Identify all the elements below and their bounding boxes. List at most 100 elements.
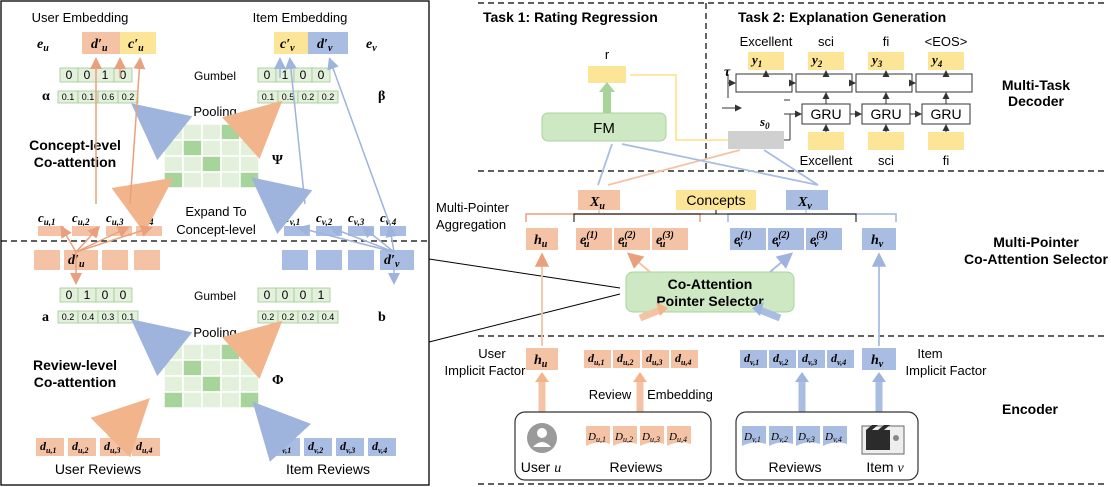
eu-pointer-label: e(1)u	[580, 230, 598, 250]
xu-fm-line	[597, 143, 613, 186]
alpha-value: 0.6	[102, 92, 115, 102]
matrix-cell	[201, 139, 222, 157]
matrix-cell	[220, 375, 241, 393]
beta-onehot-value: 1	[282, 68, 289, 82]
psi-matrix	[163, 123, 260, 189]
item-implicit-label-2: Implicit Factor	[906, 363, 988, 378]
hv-box-top	[862, 228, 896, 250]
pooling-bottom-label: Pooling	[193, 325, 236, 340]
decoder-output-word: <EOS>	[925, 34, 968, 49]
beta-onehot-value: 0	[300, 68, 307, 82]
a-label: a	[42, 310, 49, 325]
eu-pointer-box	[614, 228, 650, 250]
alpha-onehot-value: 0	[84, 68, 91, 82]
matrix-cell	[182, 155, 203, 173]
encoder-dv-label: dv,1	[744, 351, 759, 367]
item-embedding-title: Item Embedding	[253, 10, 348, 25]
hu-box-bottom	[526, 348, 558, 370]
beta-label: β	[378, 89, 385, 104]
concept-bracket-left	[573, 210, 717, 222]
decoder-output-word: fi	[883, 34, 890, 49]
review-coattention-title-2: Co-attention	[34, 374, 116, 390]
coattention-selector-label-2: Pointer Selector	[656, 293, 764, 309]
beta-onehot-value: 0	[318, 68, 325, 82]
pooling-top-label: Pooling	[193, 104, 236, 119]
matrix-cell	[201, 123, 222, 141]
decoder-state-box	[735, 73, 793, 93]
dv-review-box	[368, 438, 396, 456]
beta-onehot-cell	[311, 67, 331, 83]
eu-pointer-box	[652, 228, 688, 250]
cv-prime-label: c′v	[280, 37, 295, 54]
dv-prime-selected-box	[380, 250, 414, 270]
a-onehot-cell	[113, 287, 133, 303]
ev-symbol: ev	[366, 37, 377, 54]
coattention-selector-label-1: Co-Attention	[668, 276, 753, 292]
matrix-cell	[163, 155, 184, 173]
user-reviews-label: User Reviews	[55, 461, 141, 477]
xv-box	[786, 190, 828, 210]
xv-label: Xv	[797, 195, 812, 212]
xu-box	[578, 190, 620, 210]
mp-selector-title-1: Multi-Pointer	[993, 234, 1079, 250]
hv-label-top: hv	[871, 233, 884, 250]
a-onehot-value: 0	[120, 288, 127, 302]
du-prime-selected-box	[64, 250, 98, 270]
matrix-cell	[182, 343, 203, 361]
cu-label: cu,2	[72, 210, 90, 227]
task1-title: Task 1: Rating Regression	[483, 9, 658, 25]
a-onehot-value: 0	[66, 288, 73, 302]
task2-title: Task 2: Explanation Generation	[738, 9, 946, 25]
du-prime-label: d′u	[91, 37, 108, 54]
reviews-left-label: Reviews	[610, 459, 663, 475]
zoom-line-bottom	[428, 293, 621, 343]
raw-dv-label: Dv,3	[797, 431, 815, 444]
b-label: b	[378, 310, 386, 325]
matrix-cell	[201, 391, 222, 409]
encoder-du-box	[671, 350, 698, 368]
decoder-y-box	[868, 52, 904, 70]
encoder-dv-box	[827, 350, 854, 368]
cu-box	[72, 226, 98, 236]
encoder-du-label: du,2	[617, 351, 633, 367]
gumbel-top-label: Gumbel	[194, 69, 236, 83]
gru-label: GRU	[810, 106, 841, 122]
expand-label-1: Expand To	[185, 204, 246, 219]
dv-prime-selected-label: d′v	[384, 253, 400, 270]
encoder-dv-box	[740, 350, 767, 368]
matrix-cell	[220, 171, 241, 189]
hu-box-top	[526, 228, 558, 250]
matrix-cell	[163, 123, 184, 141]
b-value: 0.2	[282, 312, 295, 322]
matrix-cell	[163, 359, 184, 377]
gumbel-bottom-label: Gumbel	[194, 289, 236, 303]
cv-box	[316, 226, 342, 236]
matrix-cell	[182, 359, 203, 377]
beta-value: 0.1	[262, 92, 275, 102]
beta-value: 0.5	[282, 92, 295, 102]
decoder-y-label: y4	[930, 52, 943, 69]
decoder-state-box	[795, 73, 853, 93]
left-panel-border	[0, 0, 430, 486]
review-word: Review	[589, 387, 632, 402]
a-value: 0.2	[62, 312, 75, 322]
eu-pointer-label: e(3)u	[656, 230, 674, 250]
b-value: 0.4	[322, 312, 335, 322]
beta-value: 0.2	[302, 92, 315, 102]
raw-du-doc	[586, 426, 610, 446]
encoder-du-box	[613, 350, 640, 368]
r-to-s0-line	[630, 74, 728, 141]
raw-dv-label: Dv,2	[770, 431, 788, 444]
alpha-value: 0.1	[82, 92, 95, 102]
matrix-cell	[182, 123, 203, 141]
s0-label: s0	[759, 114, 770, 131]
